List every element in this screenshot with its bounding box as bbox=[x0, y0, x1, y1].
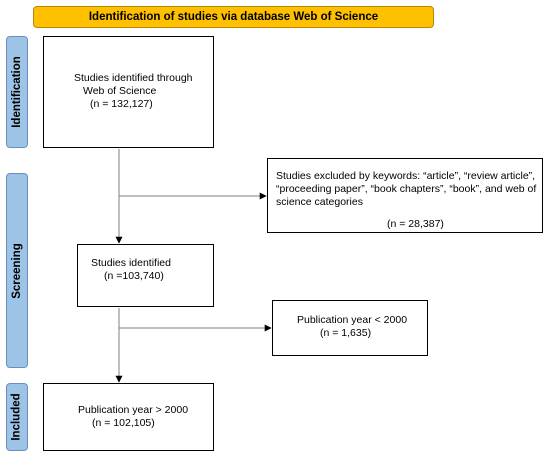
box-studies-screened: Studies identified (n =103,740) bbox=[77, 244, 214, 307]
excluded-year-line-1: Publication year < 2000 bbox=[297, 314, 408, 326]
excluded-keywords-count: (n = 28,387) bbox=[387, 218, 444, 230]
excluded-year-line-2: (n = 1,635) bbox=[320, 327, 372, 339]
phase-included-label: Included bbox=[6, 383, 28, 451]
screened-line-2: (n =103,740) bbox=[104, 270, 164, 282]
box-included: Publication year > 2000 (n = 102,105) bbox=[43, 383, 214, 451]
excluded-keywords-line-2: “proceeding paper”, “book chapters”, “bo… bbox=[276, 183, 537, 195]
included-line-1: Publication year > 2000 bbox=[78, 404, 189, 416]
identified-line-2: Web of Science bbox=[83, 85, 157, 97]
box-studies-identified: Studies identified through Web of Scienc… bbox=[43, 36, 214, 148]
phase-screening-label: Screening bbox=[6, 173, 28, 368]
phase-identification-label: Identification bbox=[6, 36, 28, 148]
header-title: Identification of studies via database W… bbox=[88, 11, 379, 23]
identified-line-1: Studies identified through bbox=[74, 72, 193, 84]
box-excluded-keywords: Studies excluded by keywords: “article”,… bbox=[267, 158, 543, 233]
excluded-keywords-line-1: Studies excluded by keywords: “article”,… bbox=[276, 170, 536, 182]
header-banner: Identification of studies via database W… bbox=[33, 6, 434, 28]
box-excluded-year: Publication year < 2000 (n = 1,635) bbox=[272, 300, 428, 356]
included-line-2: (n = 102,105) bbox=[92, 417, 155, 429]
identified-line-3: (n = 132,127) bbox=[90, 98, 153, 110]
screened-line-1: Studies identified bbox=[91, 257, 171, 269]
excluded-keywords-line-3: science categories bbox=[276, 196, 363, 208]
